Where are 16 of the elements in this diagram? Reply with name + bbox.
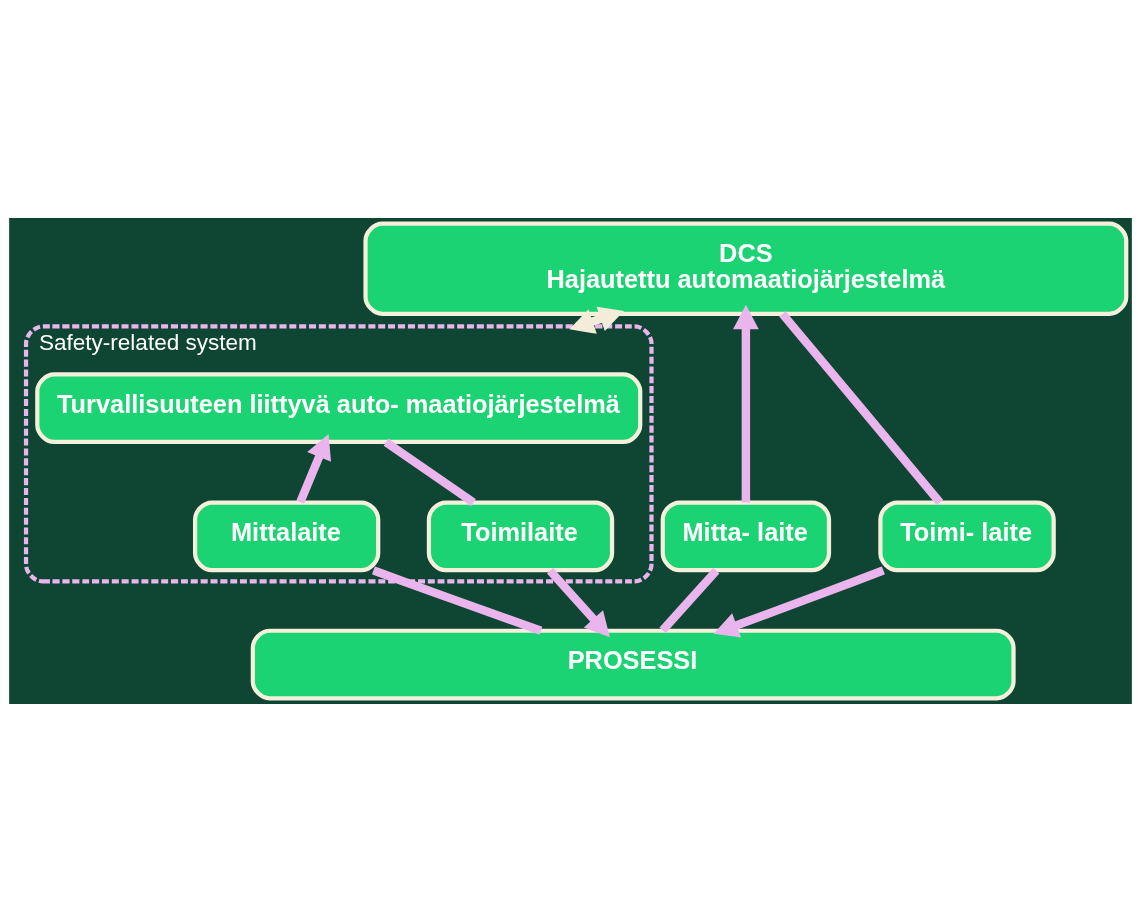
node-box: Toimilaite [426,499,615,572]
node-box: DCS Hajautettu automaatiojärjestelmä [363,221,1129,316]
node-box: Mittalaite [192,499,381,572]
connector [383,438,476,506]
arrow [546,567,610,637]
arrow [296,433,332,504]
arrow [569,306,625,334]
node-box: Toimi- laite [878,499,1056,572]
node-box: Mitta- laite [660,499,832,572]
arrow [733,304,759,502]
node-box: PROSESSI [250,628,1016,700]
connector [659,567,720,633]
arrow [713,565,885,637]
connector [779,310,944,505]
node-box: Turvallisuuteen liittyvä auto- maatiojärjestelmä [35,371,643,444]
connector [371,565,543,635]
